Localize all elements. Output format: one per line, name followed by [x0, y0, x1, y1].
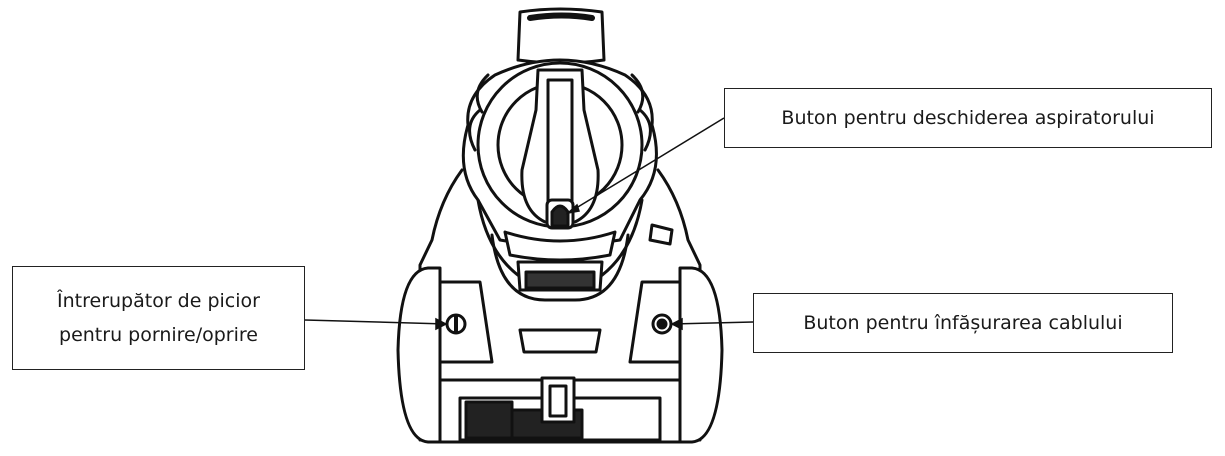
- leader-open-button: [567, 117, 725, 214]
- label-foot-switch-line2: pentru pornire/oprire: [59, 324, 258, 346]
- label-open-button-text: Buton pentru deschiderea aspiratorului: [781, 107, 1155, 129]
- leader-cable-rewind: [671, 321, 754, 325]
- right-wheel: [678, 266, 724, 444]
- label-open-button: Buton pentru deschiderea aspiratorului: [724, 88, 1212, 148]
- leader-foot-switch: [304, 319, 447, 325]
- label-foot-switch-line1: Întrerupător de picior: [57, 290, 260, 312]
- left-wheel: [396, 266, 442, 444]
- label-cable-rewind-text: Buton pentru înfășurarea cablului: [803, 312, 1123, 334]
- label-cable-rewind: Buton pentru înfășurarea cablului: [753, 293, 1173, 353]
- label-foot-switch: Întrerupător de picior pentru pornire/op…: [12, 266, 305, 370]
- carry-handle: [520, 68, 600, 224]
